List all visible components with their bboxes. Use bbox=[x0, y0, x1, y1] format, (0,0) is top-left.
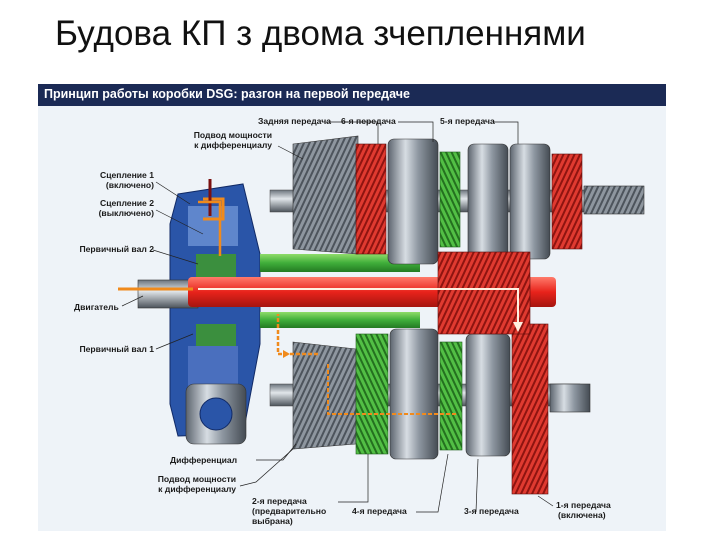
label-gear-2: 2-я передача bbox=[252, 496, 307, 506]
label-gear-4: 4-я передача bbox=[352, 506, 407, 516]
label-clutch-2-state: (выключено) bbox=[98, 208, 154, 218]
input-shaft-2 bbox=[260, 254, 420, 272]
label-gear-1: 1-я передача bbox=[556, 500, 611, 510]
label-power-to-diff-top-1: Подвод мощности bbox=[193, 130, 272, 140]
label-engine: Двигатель bbox=[74, 302, 119, 312]
label-gear-6: 6-я передача bbox=[341, 116, 396, 126]
label-power-to-diff-bottom-1: Подвод мощности bbox=[157, 474, 236, 484]
power-flow-arrows bbox=[118, 200, 523, 415]
label-clutch-2: Сцепление 2 bbox=[99, 198, 154, 208]
upper-gear-set bbox=[292, 135, 645, 265]
label-gear-5: 5-я передача bbox=[440, 116, 495, 126]
label-gear-2-state-1: (предварительно bbox=[252, 506, 327, 516]
slide-title: Будова КП з двома зчепленнями bbox=[55, 14, 586, 53]
dsg-diagram: Принцип работы коробки DSG: разгон на пе… bbox=[38, 84, 666, 531]
lower-gear-set bbox=[292, 323, 591, 495]
label-gear-2-state-2: выбрана) bbox=[252, 516, 293, 526]
label-clutch-1: Сцепление 1 bbox=[99, 170, 154, 180]
differential bbox=[185, 383, 247, 445]
label-power-to-diff-top-2: к дифференциалу bbox=[194, 140, 272, 150]
diagram-banner-text: Принцип работы коробки DSG: разгон на пе… bbox=[44, 87, 410, 101]
first-gear-driving bbox=[437, 251, 531, 335]
label-clutch-1-state: (включено) bbox=[105, 180, 154, 190]
label-input-shaft-2: Первичный вал 2 bbox=[79, 244, 154, 254]
gearbox-drawing bbox=[118, 121, 645, 513]
leader-lines bbox=[121, 121, 554, 513]
diagram-banner: Принцип работы коробки DSG: разгон на пе… bbox=[38, 84, 666, 106]
input-shaft-1-lower bbox=[260, 312, 420, 328]
label-power-to-diff-bottom-2: к дифференциалу bbox=[158, 484, 236, 494]
label-input-shaft-1: Первичный вал 1 bbox=[79, 344, 154, 354]
label-reverse-gear: Задняя передача bbox=[258, 116, 332, 126]
label-gear-1-state: (включена) bbox=[558, 510, 606, 520]
label-differential: Дифференциал bbox=[170, 455, 238, 465]
label-gear-3: 3-я передача bbox=[464, 506, 519, 516]
